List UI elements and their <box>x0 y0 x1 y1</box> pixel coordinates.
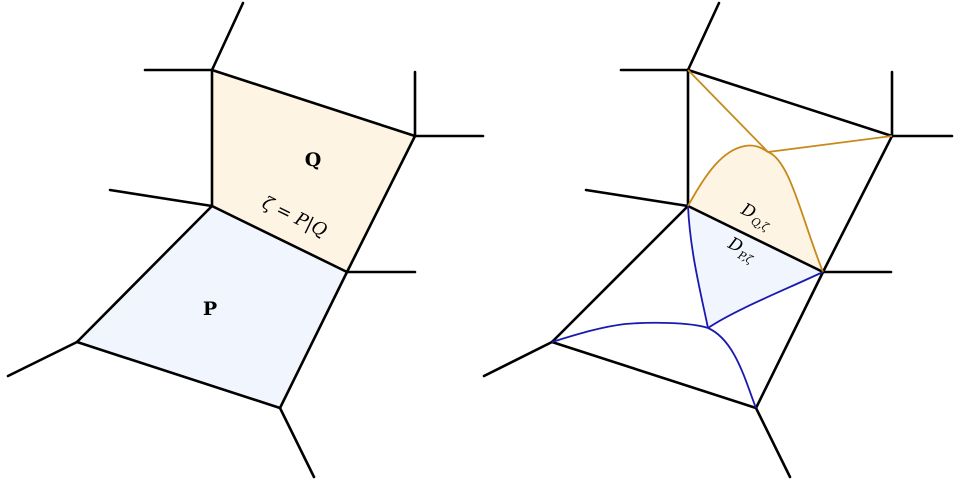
edge-p-left <box>75 204 214 344</box>
stub <box>6 340 79 378</box>
orange-spoke-top <box>687 69 769 153</box>
stub <box>686 1 721 72</box>
region-p-fill <box>688 206 823 328</box>
cell-p-label: P <box>203 298 217 320</box>
blue-branch-left <box>551 321 709 343</box>
region-q-boundary <box>687 144 824 273</box>
stub <box>754 406 792 479</box>
cell-p <box>77 206 347 408</box>
blue-branch-bottom <box>707 327 757 409</box>
edge-p-right <box>754 270 825 410</box>
edge-q-top <box>686 68 894 138</box>
stub <box>210 1 245 72</box>
edge-p-bottom <box>75 340 282 410</box>
edge-interface <box>210 204 349 274</box>
edge-q-right <box>821 134 894 274</box>
edge-q-right <box>345 134 417 274</box>
edge-interface <box>686 204 825 274</box>
stub <box>482 340 554 378</box>
stub <box>584 188 690 208</box>
region-p-right-boundary <box>707 271 824 329</box>
region-p-left-boundary <box>687 205 709 329</box>
right-panel: DQ,ζ DP,ζ <box>482 1 954 479</box>
stub <box>278 406 316 479</box>
orange-spoke-right <box>767 135 893 153</box>
left-panel: Q P ζ = P|Q <box>6 1 485 479</box>
edge-p-bottom <box>550 340 758 410</box>
edge-p-left <box>550 204 690 344</box>
edge-p-right <box>278 270 349 410</box>
edge-q-top <box>210 68 417 138</box>
stub <box>108 188 214 208</box>
region-q-fill <box>688 145 823 272</box>
cell-q-label: Q <box>305 149 322 171</box>
